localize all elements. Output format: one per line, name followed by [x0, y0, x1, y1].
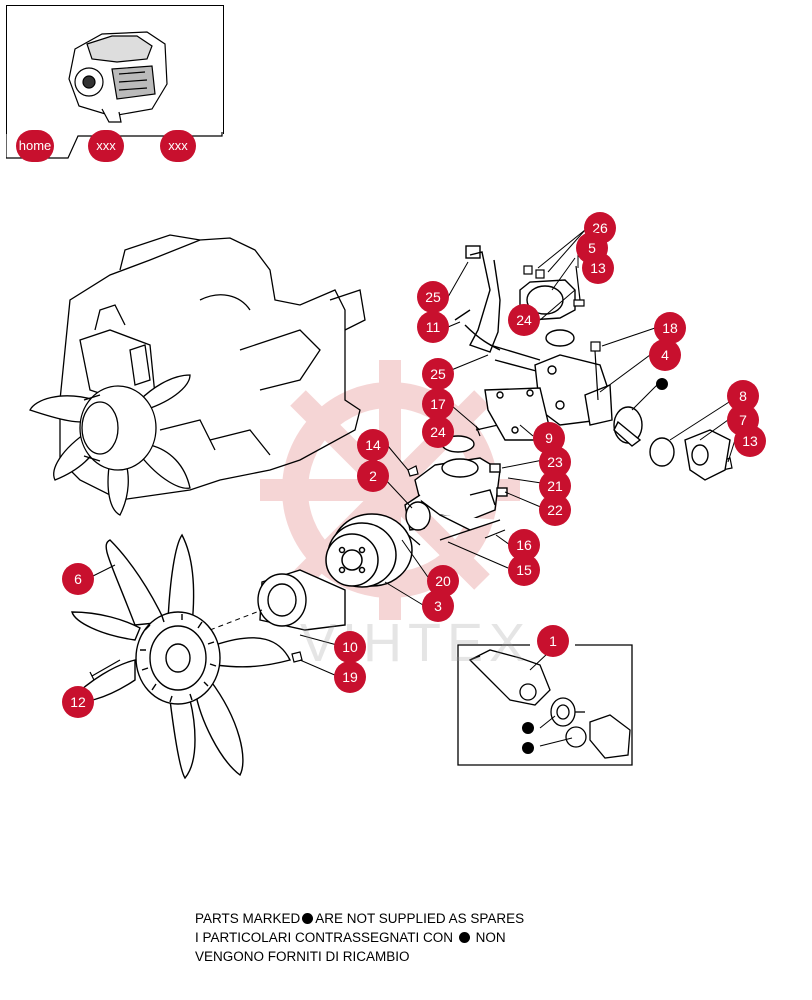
hose-assembly [454, 245, 541, 373]
next-page-button[interactable]: xxx [160, 130, 196, 162]
callout-14[interactable]: 14 [357, 429, 389, 461]
callout-25-mid[interactable]: 25 [422, 358, 454, 390]
callout-1[interactable]: 1 [537, 625, 569, 657]
spares-note-line-2-end: NON [475, 930, 506, 945]
engine-thumbnail-icon [68, 31, 168, 123]
not-supplied-dot-icon [458, 932, 470, 943]
callout-15[interactable]: 15 [508, 554, 540, 586]
spares-note-line-1-end: ARE NOT SUPPLIED AS SPARES [315, 911, 525, 926]
callout-2[interactable]: 2 [357, 460, 389, 492]
spares-note-line-1-start: PARTS MARKED [195, 911, 301, 926]
callout-24-mid[interactable]: 24 [422, 416, 454, 448]
water-pump [404, 435, 508, 531]
callout-11[interactable]: 11 [417, 311, 449, 343]
engine-fan [29, 374, 191, 516]
callout-24-top[interactable]: 24 [508, 304, 540, 336]
engine-thumbnail-frame [6, 5, 224, 134]
inset-detail [457, 644, 633, 766]
home-button[interactable]: home [16, 130, 54, 162]
callout-25-top[interactable]: 25 [417, 281, 449, 313]
nav-strip-frame [6, 132, 223, 159]
callout-3[interactable]: 3 [422, 590, 454, 622]
callout-22[interactable]: 22 [539, 494, 571, 526]
callout-13-right[interactable]: 13 [734, 425, 766, 457]
fan-spacer [257, 569, 346, 631]
callout-12[interactable]: 12 [62, 686, 94, 718]
callout-17[interactable]: 17 [422, 388, 454, 420]
prev-page-button[interactable]: xxx [88, 130, 124, 162]
leader-lines [90, 229, 741, 747]
callout-16[interactable]: 16 [508, 529, 540, 561]
callout-10[interactable]: 10 [334, 631, 366, 663]
spares-note: PARTS MARKED ARE NOT SUPPLIED AS SPARES I… [195, 909, 615, 966]
callout-19[interactable]: 19 [334, 661, 366, 693]
not-supplied-markers [522, 378, 668, 754]
spares-note-line-1: PARTS MARKED ARE NOT SUPPLIED AS SPARES [195, 909, 615, 928]
pulley [325, 513, 413, 588]
spares-note-line-2-start: I PARTICOLARI CONTRASSEGNATI CON [195, 930, 454, 945]
callout-4[interactable]: 4 [649, 339, 681, 371]
not-supplied-dot-icon [302, 913, 314, 924]
callout-18[interactable]: 18 [654, 312, 686, 344]
callout-6[interactable]: 6 [62, 563, 94, 595]
cooling-fan [68, 533, 292, 780]
thermostat-outlet [613, 406, 731, 481]
spares-note-line-3: VENGONO FORNITI DI RICAMBIO [195, 949, 410, 964]
callout-13-top[interactable]: 13 [582, 252, 614, 284]
spares-note-line-2: I PARTICOLARI CONTRASSEGNATI CON NON [195, 928, 615, 947]
